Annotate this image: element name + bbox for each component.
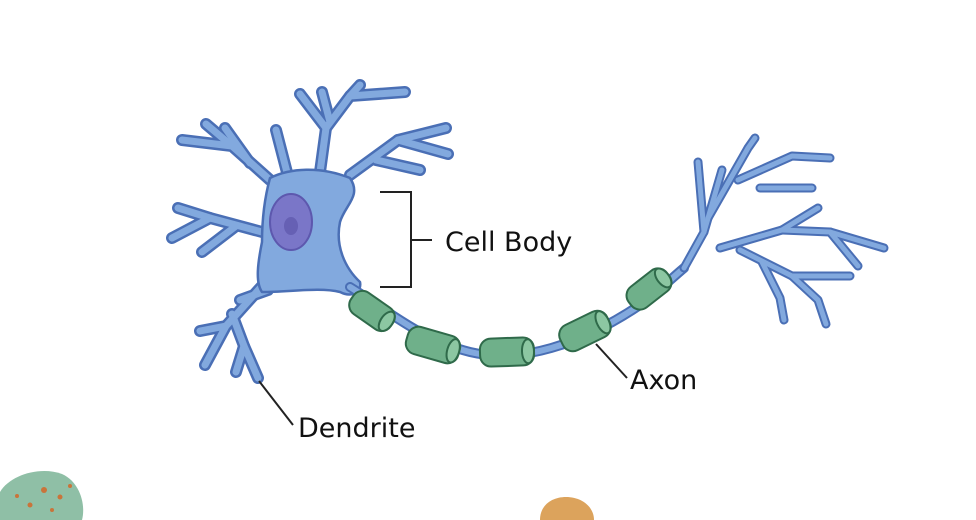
myelin-segment xyxy=(625,267,673,311)
myelin-segment xyxy=(348,289,396,333)
myelin-segment xyxy=(404,325,462,365)
nucleolus-shape xyxy=(284,217,298,235)
orange-blob-icon xyxy=(540,497,594,520)
myelin-segment xyxy=(478,336,536,368)
axon-leader-line xyxy=(595,343,628,379)
dendrite-label: Dendrite xyxy=(298,413,416,444)
neuron-illustration xyxy=(166,79,889,384)
axon-label: Axon xyxy=(630,365,698,396)
dendrite-leader-line xyxy=(258,380,294,426)
myelin-segment xyxy=(558,309,612,353)
cell-body-label: Cell Body xyxy=(445,227,573,258)
green-speckled-blob-icon xyxy=(0,471,84,520)
cell-body-bracket xyxy=(380,191,432,288)
